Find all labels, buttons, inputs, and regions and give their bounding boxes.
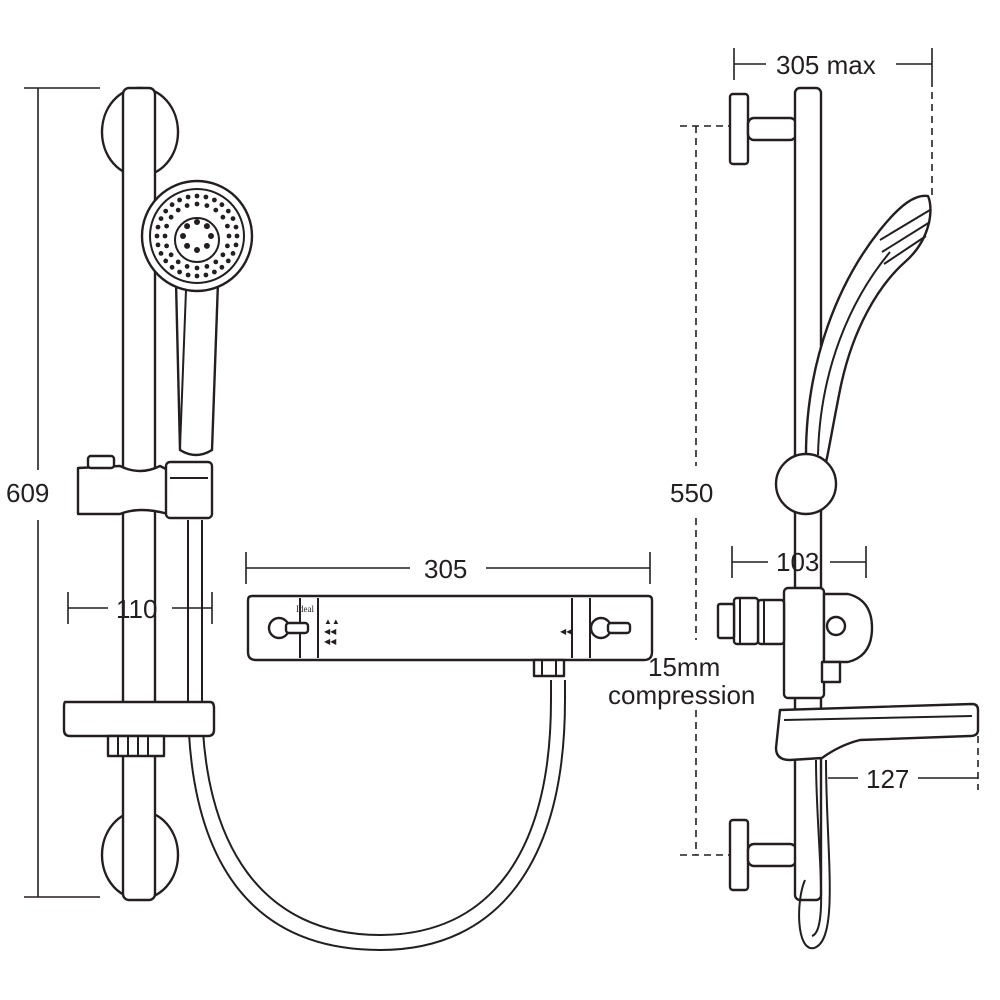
spray-nozzle — [233, 242, 239, 248]
spray-nozzle — [168, 214, 174, 220]
spray-nozzle — [184, 264, 190, 269]
spray-nozzle — [212, 197, 217, 203]
spray-nozzle — [233, 224, 239, 230]
spray-nozzle — [177, 269, 183, 275]
side-inlet-pipe — [716, 602, 736, 640]
spray-nozzle — [204, 264, 210, 269]
spray-nozzle — [212, 269, 217, 275]
spray-nozzle — [203, 242, 210, 249]
side-valve — [716, 586, 874, 700]
dim-label-550: 550 — [670, 478, 714, 508]
soap-dish-clamp — [106, 734, 166, 758]
spray-nozzle — [208, 233, 214, 239]
spray-nozzle — [169, 264, 175, 270]
spray-nozzle — [194, 193, 200, 199]
svg-text:◀◀: ◀◀ — [324, 637, 337, 646]
spray-nozzle — [220, 252, 226, 258]
svg-text:▲▲: ▲▲ — [324, 617, 340, 626]
spray-nozzle — [194, 219, 200, 225]
spray-nozzle — [219, 264, 225, 270]
spray-nozzle — [203, 223, 210, 230]
svg-text:◀◀: ◀◀ — [560, 627, 573, 636]
spray-nozzle — [226, 233, 232, 239]
spray-nozzle — [225, 258, 231, 264]
spray-nozzle — [162, 233, 168, 239]
dim-103 — [731, 546, 867, 578]
spray-nozzle — [185, 194, 191, 200]
front-shower-hose — [187, 680, 566, 952]
side-valve-body — [782, 586, 826, 700]
spray-nozzle — [168, 252, 174, 258]
dim-label-305: 305 — [424, 554, 468, 584]
spray-nozzle — [184, 242, 191, 249]
spray-nozzle — [225, 243, 230, 249]
inlet-label-size: 15mm — [648, 652, 721, 682]
spray-nozzle — [234, 233, 240, 239]
spray-nozzle — [225, 208, 231, 214]
side-valve-knob — [822, 592, 874, 664]
dim-label-110: 110 — [116, 594, 158, 624]
spray-nozzle — [169, 202, 175, 208]
side-bottom-wall-plate — [728, 818, 750, 892]
spray-nozzle — [219, 202, 225, 208]
spray-nozzle — [180, 233, 186, 239]
spray-nozzle — [185, 272, 191, 278]
spray-nozzle — [163, 208, 169, 214]
dim-label-127: 127 — [866, 764, 910, 794]
side-hose — [798, 759, 831, 950]
spray-nozzle — [194, 201, 200, 207]
side-compression-nut — [756, 598, 786, 646]
spray-nozzle — [164, 223, 170, 229]
spray-nozzle — [194, 273, 200, 279]
spray-nozzle — [230, 216, 236, 222]
spray-nozzle — [184, 223, 191, 230]
spray-nozzle — [230, 251, 236, 256]
dim-label-305-max: 305 max — [776, 50, 876, 80]
handset-holder — [164, 460, 214, 520]
front-thermostatic-valve: Ideal ▲▲ ◀◀ ◀◀ ◀◀ — [246, 594, 654, 678]
spray-nozzle — [155, 224, 161, 230]
side-handset — [774, 194, 932, 516]
spray-nozzle — [204, 203, 210, 209]
spray-nozzle — [158, 251, 164, 256]
spray-nozzle — [164, 243, 170, 249]
spray-nozzle — [163, 258, 169, 264]
spray-nozzle — [203, 194, 209, 200]
spray-nozzle — [194, 265, 200, 271]
spray-nozzle — [158, 216, 164, 222]
handset-spray-head — [140, 179, 254, 293]
dim-label-103: 103 — [776, 547, 820, 577]
spray-nozzle — [194, 247, 200, 253]
spray-nozzle — [177, 197, 183, 203]
svg-text:Ideal: Ideal — [296, 604, 314, 614]
side-soap-dish — [774, 702, 980, 762]
spray-nozzle — [225, 223, 230, 229]
front-slider-bracket — [76, 454, 214, 520]
spray-nozzle — [213, 259, 219, 265]
dim-305 — [245, 552, 651, 584]
inlet-label-type: compression — [608, 680, 756, 710]
handset-handle — [174, 280, 220, 457]
dim-609 — [24, 87, 100, 898]
spray-nozzle — [175, 207, 181, 213]
dim-127 — [828, 736, 979, 790]
dim-110 — [67, 592, 213, 624]
spray-nozzle — [154, 233, 160, 239]
spray-nozzle — [220, 214, 226, 220]
side-top-wall-plate — [728, 92, 750, 166]
spray-nozzle — [203, 272, 209, 278]
dim-label-609: 609 — [6, 478, 50, 508]
valve-outlet-nut — [532, 658, 566, 678]
dim-305-max — [733, 48, 933, 196]
spray-nozzle — [175, 259, 181, 265]
dim-550 — [680, 125, 730, 856]
front-handset — [140, 179, 254, 457]
side-slider-knob — [774, 452, 838, 516]
front-soap-dish — [62, 700, 216, 758]
svg-text:◀◀: ◀◀ — [324, 627, 337, 636]
spray-nozzle — [213, 207, 219, 213]
spray-nozzle — [184, 203, 190, 209]
spray-nozzle — [155, 242, 161, 248]
